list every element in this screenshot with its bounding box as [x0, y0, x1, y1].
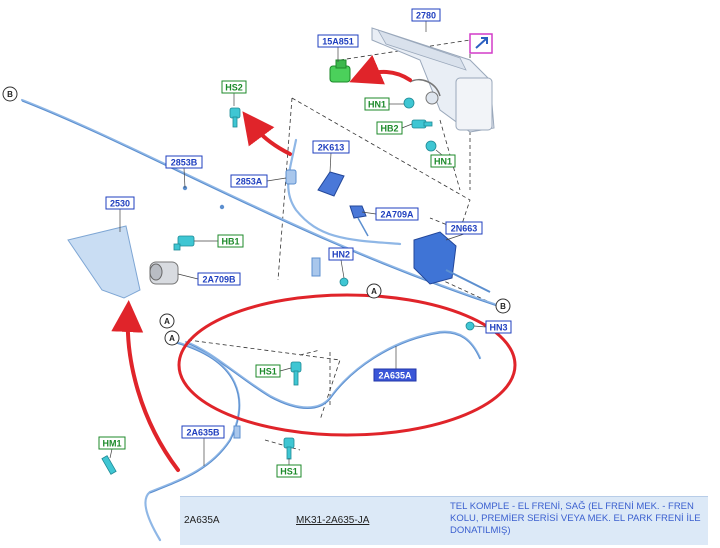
svg-text:HB1: HB1 [221, 237, 239, 247]
label-hb1[interactable]: HB1 [217, 234, 244, 248]
label-2A635B[interactable]: 2A635B [181, 425, 225, 439]
svg-text:HN1: HN1 [368, 100, 386, 110]
label-hs1-bottom[interactable]: HS1 [276, 464, 302, 478]
svg-text:15A851: 15A851 [322, 37, 354, 47]
svg-text:HB2: HB2 [380, 124, 398, 134]
grommet-2A709B[interactable] [149, 261, 179, 285]
switch-15A851[interactable] [329, 59, 351, 83]
label-2530[interactable]: 2530 [105, 196, 135, 210]
fastener-hn1a [403, 97, 415, 109]
svg-text:A: A [371, 287, 377, 296]
svg-text:HN1: HN1 [434, 157, 452, 167]
label-hn1-bottom[interactable]: HN1 [430, 154, 456, 168]
part-info-row[interactable]: 2A635A MK31-2A635-JA TEL KOMPLE - EL FRE… [180, 496, 708, 545]
bracket-hn2 [311, 257, 321, 277]
svg-text:2A635B: 2A635B [186, 428, 220, 438]
clip-2A709A[interactable] [349, 205, 369, 237]
svg-text:2A709B: 2A709B [202, 275, 236, 285]
svg-text:HN3: HN3 [489, 323, 507, 333]
svg-text:B: B [7, 90, 13, 99]
label-hs2[interactable]: HS2 [221, 80, 247, 94]
cable-2853B[interactable] [20, 98, 502, 308]
fastener-hn2 [339, 277, 349, 287]
cable-2A635A[interactable] [184, 330, 482, 409]
fastener-hn3 [465, 321, 475, 331]
svg-text:HS1: HS1 [259, 367, 277, 377]
label-hb2[interactable]: HB2 [376, 121, 403, 135]
fastener-hn1b [425, 140, 437, 152]
label-15A851[interactable]: 15A851 [317, 34, 359, 48]
fastener-hs1a [290, 361, 302, 386]
svg-text:HS2: HS2 [225, 83, 243, 93]
part-code: 2A635A [184, 515, 220, 526]
label-2A635A-selected[interactable]: 2A635A [373, 368, 417, 382]
ref-a-left-2: A [164, 330, 180, 346]
label-hs1-top[interactable]: HS1 [255, 364, 281, 378]
part-description: TEL KOMPLE - EL FRENİ, SAĞ (EL FRENİ MEK… [450, 501, 701, 536]
label-2780[interactable]: 2780 [411, 8, 441, 22]
svg-text:HM1: HM1 [102, 439, 121, 449]
ref-b-right: B [495, 298, 511, 314]
label-hn3[interactable]: HN3 [485, 320, 512, 334]
svg-text:A: A [169, 334, 175, 343]
svg-text:2A709A: 2A709A [380, 210, 414, 220]
svg-text:2853B: 2853B [171, 158, 198, 168]
bracket-2K613[interactable] [317, 171, 345, 197]
red-arrows [111, 54, 412, 472]
fastener-hb1 [173, 235, 195, 251]
svg-text:HS1: HS1 [280, 467, 298, 477]
label-2N663[interactable]: 2N663 [445, 221, 483, 235]
cable-2A635B[interactable] [144, 340, 241, 542]
equalizer-2N663[interactable] [413, 231, 491, 293]
label-2853A[interactable]: 2853A [230, 174, 268, 188]
svg-text:A: A [164, 317, 170, 326]
label-hn1-top[interactable]: HN1 [364, 97, 390, 111]
svg-text:2A635A: 2A635A [378, 371, 412, 381]
part-number-link[interactable]: MK31-2A635-JA [296, 515, 370, 526]
ref-a-left-1: A [159, 313, 175, 329]
cable-2853A[interactable] [285, 138, 402, 246]
svg-text:2N663: 2N663 [451, 224, 478, 234]
label-hm1[interactable]: HM1 [98, 436, 126, 450]
svg-text:2K613: 2K613 [318, 143, 345, 153]
svg-text:HN2: HN2 [332, 250, 350, 260]
svg-text:2853A: 2853A [236, 177, 263, 187]
fastener-hb2 [411, 119, 433, 129]
label-2853B[interactable]: 2853B [165, 155, 203, 169]
fastener-hs2 [229, 107, 241, 128]
leader-lines [109, 20, 487, 466]
parking-brake-lever-2780[interactable] [371, 27, 495, 133]
svg-text:2530: 2530 [110, 199, 130, 209]
fastener-hm1 [101, 455, 117, 475]
label-hn2[interactable]: HN2 [328, 247, 354, 261]
svg-text:B: B [500, 302, 506, 311]
external-link-icon[interactable] [469, 33, 493, 54]
bracket-2530[interactable] [67, 225, 141, 299]
label-2K613[interactable]: 2K613 [312, 140, 350, 154]
label-2A709B[interactable]: 2A709B [197, 272, 241, 286]
ref-b-top-left: B [2, 86, 18, 102]
ref-a-center: A [366, 283, 382, 299]
fastener-hs1b [283, 437, 295, 460]
label-2A709A[interactable]: 2A709A [375, 207, 419, 221]
svg-text:2780: 2780 [416, 11, 436, 21]
fasteners [101, 97, 475, 475]
highlight-ellipse [177, 293, 517, 437]
